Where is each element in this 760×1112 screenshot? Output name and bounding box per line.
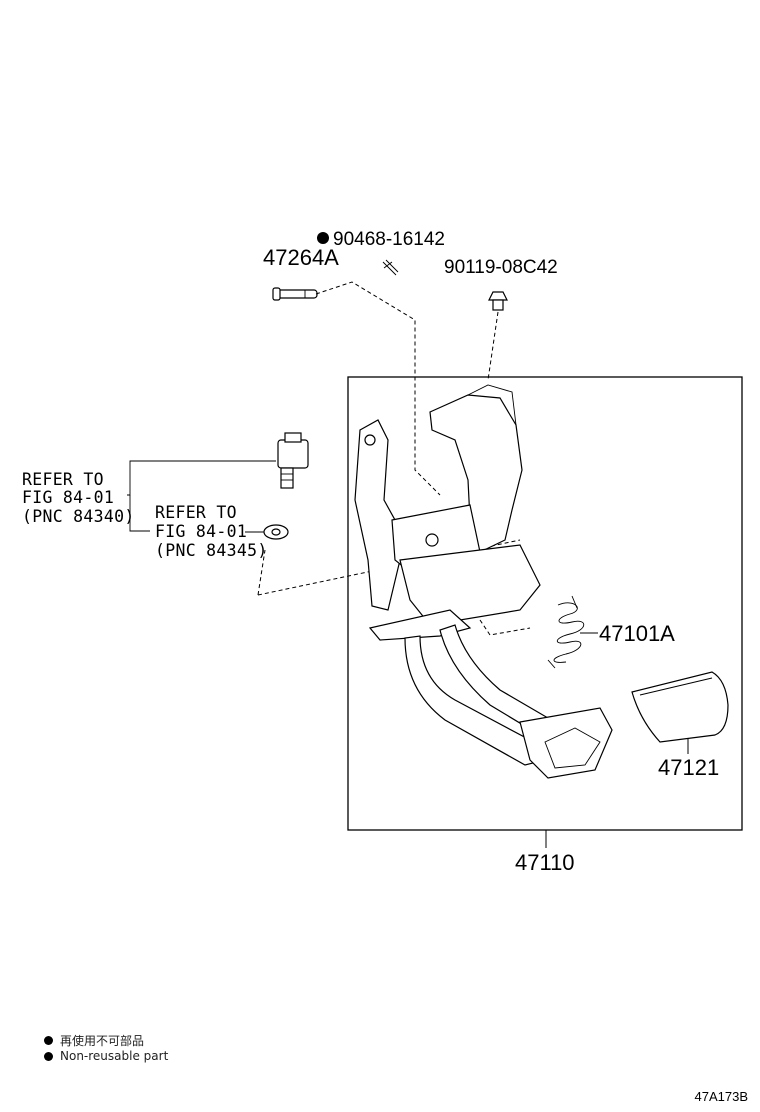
assembly-boundary-box <box>347 376 743 831</box>
return-spring-part <box>547 595 585 669</box>
non-reusable-marker <box>317 232 329 244</box>
legend-text-en: Non-reusable part <box>60 1049 169 1063</box>
ref-switch-line-2: FIG 84-01 <box>22 488 114 507</box>
label-bolt: 90119-08C42 <box>444 257 558 278</box>
ref-brackets <box>127 460 276 533</box>
ref-cushion-line-1: REFER TO <box>155 503 237 522</box>
ref-cushion-line-2: FIG 84-01 <box>155 522 247 541</box>
ref-cushion-line-3: (PNC 84345) <box>155 541 268 560</box>
legend-row-jp: 再使用不可部品 <box>44 1032 144 1049</box>
legend-text-jp: 再使用不可部品 <box>60 1034 145 1048</box>
bullet-dot <box>44 1051 53 1061</box>
figure-id: 47A173B <box>694 1089 749 1104</box>
pin-part <box>272 287 318 301</box>
label-pad: 47121 <box>658 755 719 780</box>
label-spring: 47101A <box>599 621 675 646</box>
bolt-part <box>488 291 508 311</box>
pedal-lever-part <box>368 609 561 766</box>
bullet-dot <box>44 1036 53 1045</box>
pedal-bracket-part <box>354 384 541 626</box>
label-pin: 47264A <box>263 245 339 270</box>
ref-switch-line-1: REFER TO <box>22 470 104 489</box>
pedal-pad-part <box>631 671 729 743</box>
legend-row-en: Non-reusable part <box>44 1049 168 1063</box>
clip-part <box>382 259 399 276</box>
cushion-part <box>263 524 289 540</box>
label-assembly: 47110 <box>515 850 575 875</box>
label-clip: 90468-16142 <box>333 229 445 250</box>
ref-switch-line-3: (PNC 84340) <box>22 507 135 526</box>
stop-lamp-switch-part <box>277 432 309 489</box>
pedal-plate-part <box>519 707 613 779</box>
